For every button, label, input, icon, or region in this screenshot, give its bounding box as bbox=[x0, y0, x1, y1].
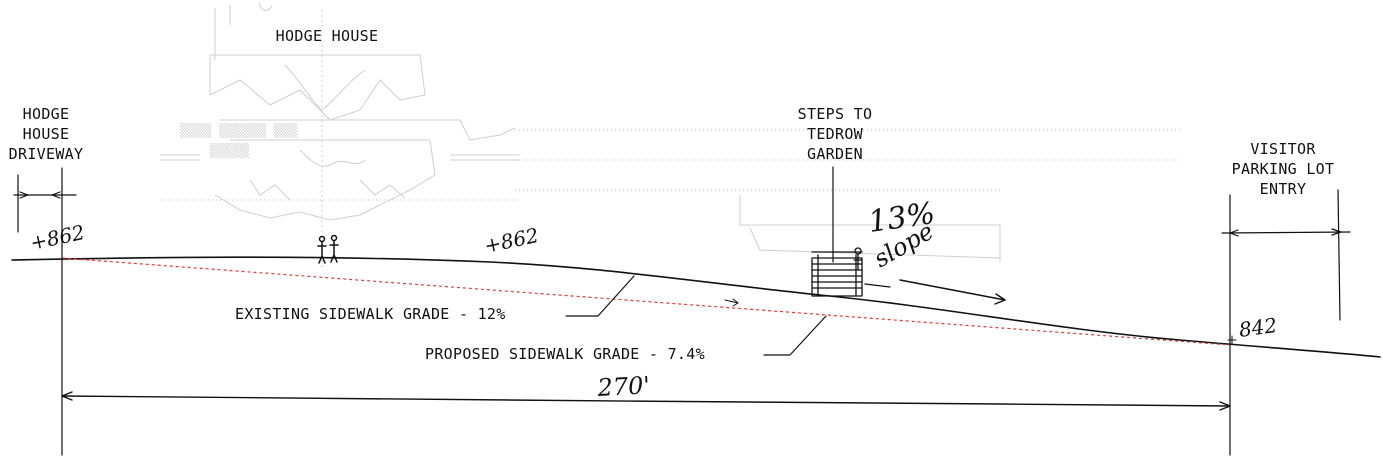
overall-length-dimension bbox=[61, 391, 1231, 411]
steps-to-tedrow-garden-label: STEPS TO TEDROW GARDEN bbox=[798, 105, 873, 163]
elevation-right: 842 bbox=[1237, 313, 1278, 342]
svg-text:VISITOR: VISITOR bbox=[1250, 140, 1316, 158]
proposed-grade-label: PROPOSED SIDEWALK GRADE - 7.4% bbox=[425, 345, 705, 363]
proposed-grade-line bbox=[61, 257, 1231, 346]
svg-text:GARDEN: GARDEN bbox=[807, 145, 863, 163]
svg-text:STEPS TO: STEPS TO bbox=[798, 105, 873, 123]
svg-text:TEDROW: TEDROW bbox=[807, 125, 864, 143]
svg-text:ENTRY: ENTRY bbox=[1260, 180, 1307, 198]
people-figures-icon bbox=[317, 234, 339, 264]
hodge-house-background-sketch: ▒▒▒▒ ▒▒▒▒▒▒ ▒▒▒ ▒▒▒▒▒ bbox=[160, 1, 520, 270]
garden-steps-icon bbox=[811, 247, 891, 297]
overall-length-value: 270' bbox=[596, 371, 651, 402]
svg-text:HOUSE: HOUSE bbox=[23, 125, 70, 143]
svg-text:▒▒▒▒▒: ▒▒▒▒▒ bbox=[210, 142, 249, 159]
existing-grade-line bbox=[11, 256, 1381, 358]
parking-entry-width-dimension bbox=[1221, 189, 1351, 456]
elevation-mid: +862 bbox=[482, 223, 541, 258]
grade-direction-arrow-icon bbox=[724, 298, 739, 307]
svg-text:DRIVEWAY: DRIVEWAY bbox=[9, 145, 84, 163]
visitor-parking-lot-entry-label: VISITOR PARKING LOT ENTRY bbox=[1232, 140, 1335, 198]
svg-text:PARKING LOT: PARKING LOT bbox=[1232, 160, 1335, 178]
svg-text:HODGE: HODGE bbox=[23, 105, 70, 123]
svg-text:▒▒▒▒ ▒▒▒▒▒▒ ▒▒▒: ▒▒▒▒ ▒▒▒▒▒▒ ▒▒▒ bbox=[180, 122, 298, 139]
existing-grade-label: EXISTING SIDEWALK GRADE - 12% bbox=[235, 305, 506, 323]
background-dotted-lines bbox=[515, 129, 1180, 262]
hodge-house-driveway-label: HODGE HOUSE DRIVEWAY bbox=[9, 105, 84, 163]
proposed-grade-leader bbox=[763, 315, 827, 356]
hodge-house-label: HODGE HOUSE bbox=[276, 27, 379, 45]
elevation-left: +862 bbox=[28, 220, 87, 255]
driveway-width-dimension bbox=[13, 167, 77, 456]
elevation-right-tick bbox=[1227, 335, 1237, 345]
slope-arrow-icon bbox=[899, 279, 1006, 305]
existing-grade-leader bbox=[565, 275, 635, 317]
